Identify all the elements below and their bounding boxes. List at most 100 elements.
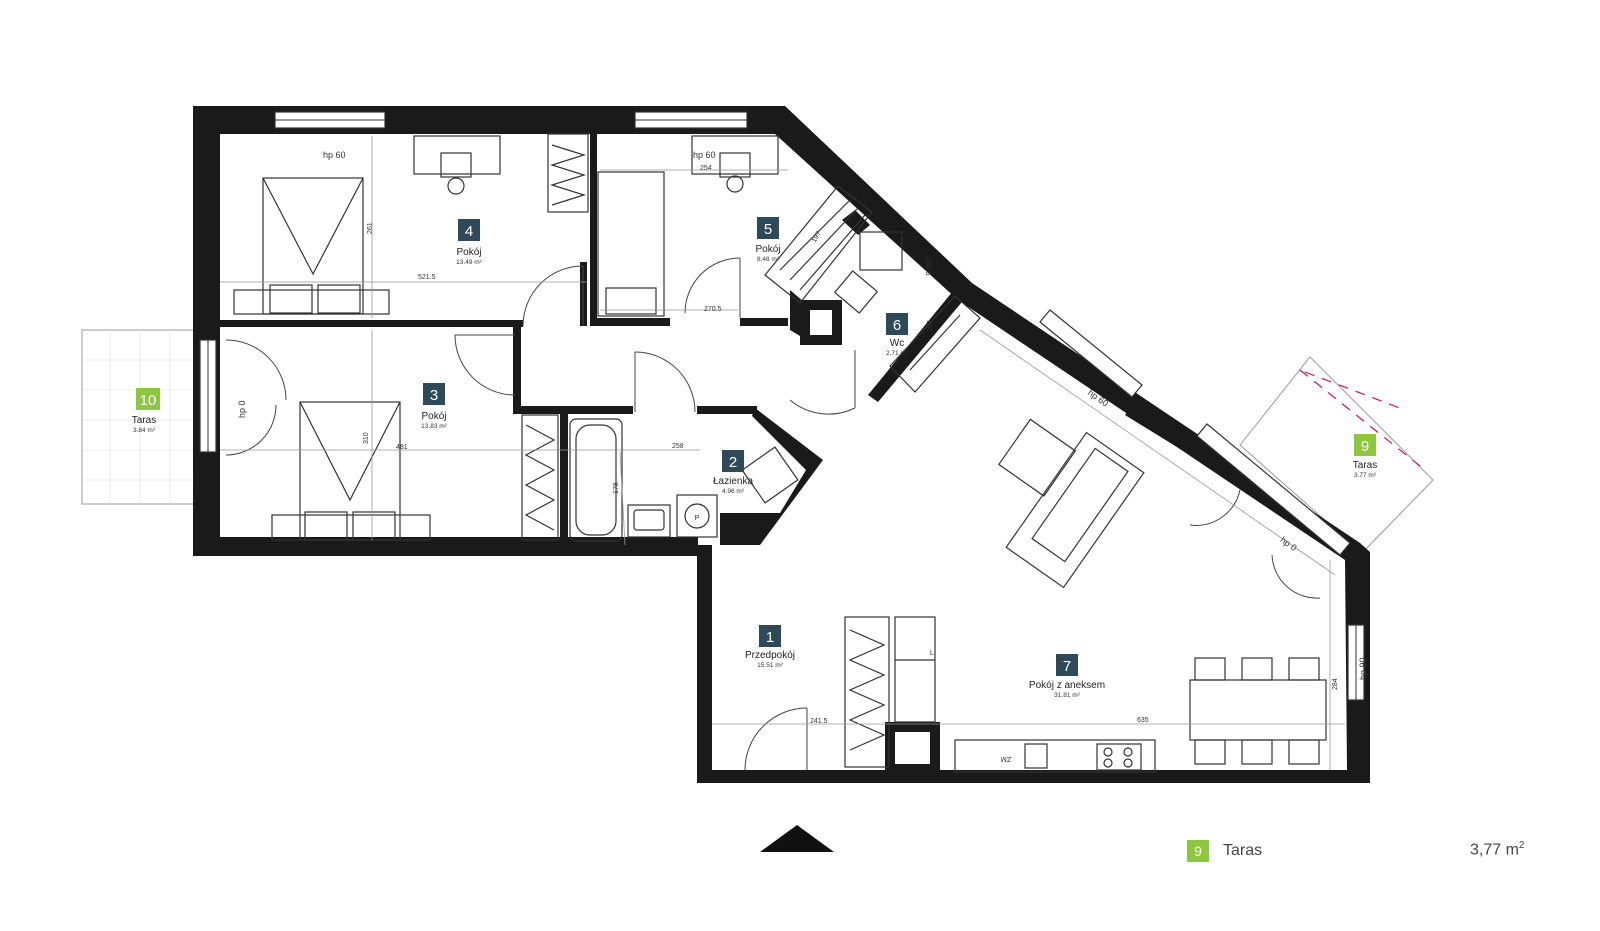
dim-label: 258 bbox=[672, 443, 684, 450]
svg-text:2: 2 bbox=[729, 454, 737, 471]
sofa bbox=[997, 418, 1077, 497]
room-number-badge bbox=[759, 625, 781, 647]
window bbox=[1039, 309, 1143, 398]
hp-label: hp 90 bbox=[1358, 657, 1368, 680]
svg-text:8.48 m²: 8.48 m² bbox=[757, 256, 780, 263]
room-label-4: 4 Pokój 13.49 m² bbox=[456, 219, 483, 266]
svg-text:Taras: Taras bbox=[132, 415, 156, 426]
windows bbox=[199, 111, 1365, 701]
svg-text:13.83 m²: 13.83 m² bbox=[421, 423, 447, 430]
washing-machine bbox=[676, 494, 718, 538]
legend-badge: 9 bbox=[1187, 840, 1209, 862]
dim-label: 152.5 bbox=[924, 258, 931, 276]
svg-text:2.71 m²: 2.71 m² bbox=[886, 350, 909, 357]
svg-text:Pokój: Pokój bbox=[456, 247, 481, 258]
room-number-badge bbox=[458, 219, 480, 241]
dim-label: 197 bbox=[811, 230, 823, 244]
room-number-badge bbox=[1354, 434, 1376, 456]
room-number-badge bbox=[757, 217, 779, 239]
svg-text:10: 10 bbox=[140, 392, 157, 409]
room-label-9: 9 Taras 3.77 m² bbox=[1353, 434, 1377, 479]
svg-text:Łazienka: Łazienka bbox=[713, 476, 753, 487]
desk bbox=[413, 135, 501, 175]
wardrobe bbox=[521, 414, 559, 541]
room-label-3: 3 Pokój 13.83 m² bbox=[421, 383, 448, 430]
interior-walls bbox=[218, 134, 1200, 772]
svg-text:1: 1 bbox=[766, 629, 774, 646]
desk bbox=[691, 135, 779, 175]
dim-label: 261 bbox=[367, 222, 374, 234]
dim-label: 635 bbox=[1137, 717, 1149, 724]
svg-text:Przedpokój: Przedpokój bbox=[745, 650, 795, 661]
dim-label: 254 bbox=[700, 165, 712, 172]
svg-text:Wc: Wc bbox=[890, 338, 904, 349]
wardrobe bbox=[547, 133, 589, 213]
legend-area-unit-sup: 2 bbox=[1518, 840, 1525, 851]
room-number-badge bbox=[886, 313, 908, 335]
doors bbox=[225, 257, 1321, 771]
stove bbox=[1096, 743, 1142, 771]
fridge-mark: L bbox=[930, 650, 934, 657]
zm-label: ZM bbox=[1001, 755, 1011, 762]
toilet bbox=[833, 270, 879, 314]
legend-area: 3,77 m2 bbox=[1470, 840, 1524, 859]
svg-text:4.96 m²: 4.96 m² bbox=[722, 488, 745, 495]
wardrobe bbox=[844, 616, 890, 768]
dim-label: 197 bbox=[927, 320, 934, 332]
svg-text:3.77 m²: 3.77 m² bbox=[1354, 472, 1377, 479]
dimension-lines bbox=[220, 136, 1345, 770]
dim-label: 521.5 bbox=[418, 274, 436, 281]
dim-label: 241.5 bbox=[810, 718, 828, 725]
svg-text:15.51 m²: 15.51 m² bbox=[757, 662, 783, 669]
room-number-badge bbox=[722, 450, 744, 472]
entrance-arrow bbox=[760, 825, 834, 852]
room-number-badge bbox=[423, 383, 445, 405]
hp-label: hp 60 bbox=[323, 150, 346, 160]
bathtub bbox=[569, 418, 623, 542]
shelf bbox=[889, 295, 981, 393]
legend: 9 Taras 3,77 m2 bbox=[1187, 840, 1547, 862]
svg-text:Pokój: Pokój bbox=[755, 244, 780, 255]
dim-label: 481 bbox=[396, 444, 408, 451]
room-label-1: 1 Przedpokój 15.51 m² bbox=[745, 625, 795, 669]
room-number-badge bbox=[1056, 654, 1078, 676]
dim-label: 310 bbox=[363, 432, 370, 444]
terrace-10-grid bbox=[82, 330, 194, 504]
hp-label: hp 60 bbox=[693, 150, 716, 160]
room-label-6: 6 Wc 2.71 m² bbox=[886, 313, 909, 357]
kitchen-counter bbox=[954, 739, 1156, 773]
room-label-7: 7 Pokój z aneksem 31.81 m² bbox=[1029, 654, 1105, 699]
room-label-10: 10 Taras 3.84 m² bbox=[132, 388, 160, 434]
svg-text:3.84 m²: 3.84 m² bbox=[133, 427, 156, 434]
svg-text:9: 9 bbox=[1361, 438, 1369, 455]
room-label-5: 5 Pokój 8.48 m² bbox=[755, 217, 781, 263]
fridge bbox=[894, 616, 936, 723]
svg-text:6: 6 bbox=[893, 317, 901, 334]
room-label-2: 2 Łazienka 4.96 m² bbox=[713, 450, 753, 495]
washing-machine-label: P bbox=[695, 515, 700, 522]
svg-text:5: 5 bbox=[764, 221, 772, 238]
sofa bbox=[1005, 431, 1145, 589]
legend-name: Taras bbox=[1223, 842, 1263, 859]
furniture: P L ZM bbox=[233, 133, 1327, 773]
room-number-badge bbox=[136, 388, 160, 410]
dimension-labels: 521.5 261 254 197 270.5 152.5 197 310 48… bbox=[237, 150, 1368, 725]
svg-text:3: 3 bbox=[430, 387, 438, 404]
terrace-9 bbox=[1239, 356, 1434, 554]
toilet bbox=[741, 446, 799, 504]
hp-label: hp 0 bbox=[237, 400, 247, 418]
dim-label: 178 bbox=[613, 482, 620, 494]
svg-text:13.49 m²: 13.49 m² bbox=[456, 259, 482, 266]
svg-text:31.81 m²: 31.81 m² bbox=[1054, 692, 1080, 699]
wardrobe bbox=[764, 185, 873, 304]
bed bbox=[597, 171, 665, 317]
terrace-9-railing bbox=[1299, 369, 1426, 471]
svg-text:Pokój: Pokój bbox=[421, 411, 446, 422]
legend-area-value: 3,77 m bbox=[1470, 841, 1519, 859]
svg-text:7: 7 bbox=[1063, 658, 1071, 675]
sink bbox=[627, 504, 671, 538]
svg-text:Taras: Taras bbox=[1353, 460, 1377, 471]
svg-text:Pokój z aneksem: Pokój z aneksem bbox=[1029, 680, 1105, 691]
svg-text:4: 4 bbox=[465, 223, 473, 240]
